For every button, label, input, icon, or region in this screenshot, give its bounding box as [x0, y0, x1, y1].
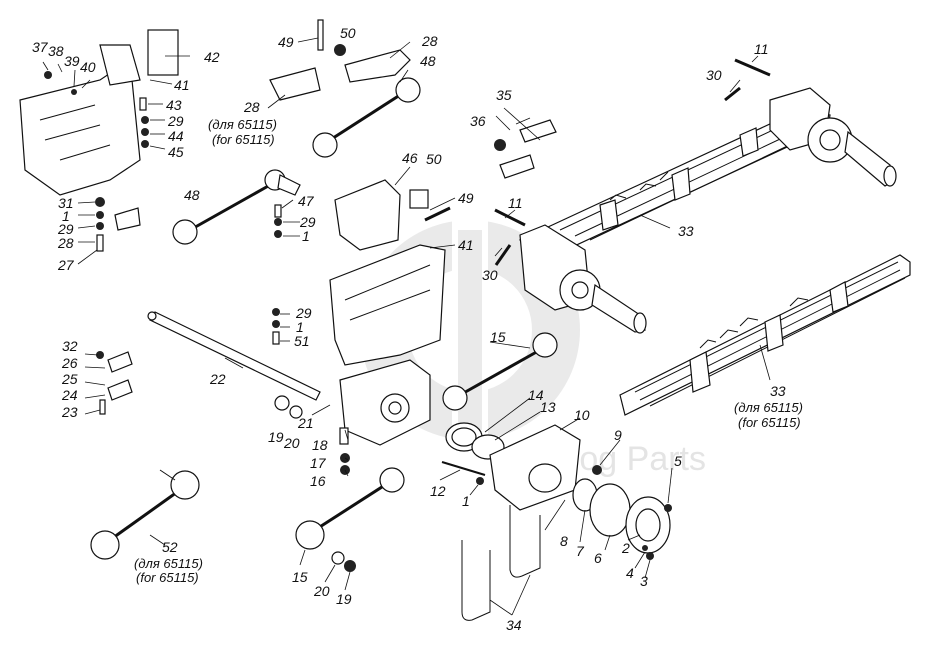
part-labels: 37 38 39 40 41 42 43 29 44 45 31 1 29 28…	[32, 25, 803, 633]
label-49b: 49	[458, 190, 474, 206]
label-28b: 28	[421, 33, 438, 49]
label-37: 37	[32, 39, 49, 55]
note-28-en: (for 65115)	[212, 132, 275, 147]
label-20b: 20	[313, 583, 330, 599]
label-41b: 41	[458, 237, 474, 253]
bracket-41-top-left	[19, 29, 179, 196]
rod-48-top	[312, 77, 421, 158]
small-fasteners	[44, 19, 771, 572]
label-18: 18	[312, 437, 328, 453]
shaft-22	[147, 311, 321, 401]
label-13: 13	[540, 399, 556, 415]
label-36: 36	[470, 113, 486, 129]
note-52-en: (for 65115)	[136, 570, 199, 585]
rod-15-middle	[442, 332, 558, 411]
label-6: 6	[594, 550, 602, 566]
rod-15-bottom	[295, 467, 405, 550]
label-1d: 1	[462, 493, 470, 509]
label-29d: 29	[295, 305, 312, 321]
label-34: 34	[506, 617, 522, 633]
label-29b: 29	[57, 221, 74, 237]
label-8: 8	[560, 533, 568, 549]
label-19b: 19	[336, 591, 352, 607]
label-40: 40	[80, 59, 96, 75]
label-28a: 28	[57, 235, 74, 251]
label-25: 25	[61, 371, 78, 387]
label-14: 14	[528, 387, 544, 403]
label-49a: 49	[278, 34, 294, 50]
label-4: 4	[626, 565, 634, 581]
label-17: 17	[310, 455, 327, 471]
label-1a: 1	[62, 208, 70, 224]
label-45: 45	[168, 144, 184, 160]
label-38: 38	[48, 43, 64, 59]
label-16: 16	[310, 473, 326, 489]
label-50b: 50	[426, 151, 442, 167]
label-46: 46	[402, 150, 418, 166]
label-48a: 48	[184, 187, 200, 203]
label-23: 23	[61, 404, 78, 420]
label-5: 5	[674, 453, 682, 469]
label-11a: 11	[754, 41, 769, 57]
label-1b: 1	[302, 228, 310, 244]
rod-48-left	[172, 169, 301, 245]
label-19a: 19	[268, 429, 284, 445]
hub-body-10	[489, 424, 581, 511]
label-15a: 15	[490, 329, 506, 345]
label-22: 22	[209, 371, 226, 387]
leader-lines	[42, 37, 771, 616]
label-50a: 50	[340, 25, 356, 41]
label-2: 2	[621, 540, 630, 556]
label-41a: 41	[174, 77, 190, 93]
label-21: 21	[297, 415, 314, 431]
label-42: 42	[204, 49, 220, 65]
axle-knuckle-left	[519, 224, 647, 334]
label-20a: 20	[283, 435, 300, 451]
label-52: 52	[162, 539, 178, 555]
label-32: 32	[62, 338, 78, 354]
label-1c: 1	[296, 319, 304, 335]
label-47: 47	[298, 193, 315, 209]
rings-13-14	[445, 422, 505, 460]
label-39: 39	[64, 53, 80, 69]
axle-knuckle-right	[769, 87, 897, 187]
bracket-41-center	[329, 244, 446, 366]
bracket-46	[334, 179, 429, 251]
label-30a: 30	[706, 67, 722, 83]
u-bolts-34	[461, 505, 541, 621]
label-48b: 48	[420, 53, 436, 69]
label-35: 35	[496, 87, 512, 103]
label-29a: 29	[167, 113, 184, 129]
label-31: 31	[58, 195, 74, 211]
label-44: 44	[168, 128, 184, 144]
label-12: 12	[430, 483, 446, 499]
leaf-spring-lower	[619, 254, 911, 416]
label-43: 43	[166, 97, 182, 113]
label-3: 3	[640, 573, 648, 589]
covers-2-6	[572, 478, 671, 554]
label-33b: 33	[770, 383, 786, 399]
label-33a: 33	[678, 223, 694, 239]
label-15b: 15	[292, 569, 308, 585]
label-24: 24	[61, 387, 78, 403]
label-9: 9	[614, 427, 622, 443]
label-30b: 30	[482, 267, 498, 283]
note-52-ru: (для 65115)	[134, 556, 203, 571]
rod-52	[90, 469, 200, 560]
label-29c: 29	[299, 214, 316, 230]
note-33-ru: (для 65115)	[734, 400, 803, 415]
label-28c: 28	[243, 99, 260, 115]
housing-21	[339, 359, 431, 446]
note-28-ru: (для 65115)	[208, 117, 277, 132]
label-7: 7	[576, 543, 585, 559]
label-27: 27	[57, 257, 75, 273]
label-11b: 11	[508, 195, 523, 211]
note-33-en: (for 65115)	[738, 415, 801, 430]
clamp-28-top	[269, 49, 411, 101]
label-51: 51	[294, 333, 310, 349]
label-10: 10	[574, 407, 590, 423]
label-26: 26	[61, 355, 78, 371]
